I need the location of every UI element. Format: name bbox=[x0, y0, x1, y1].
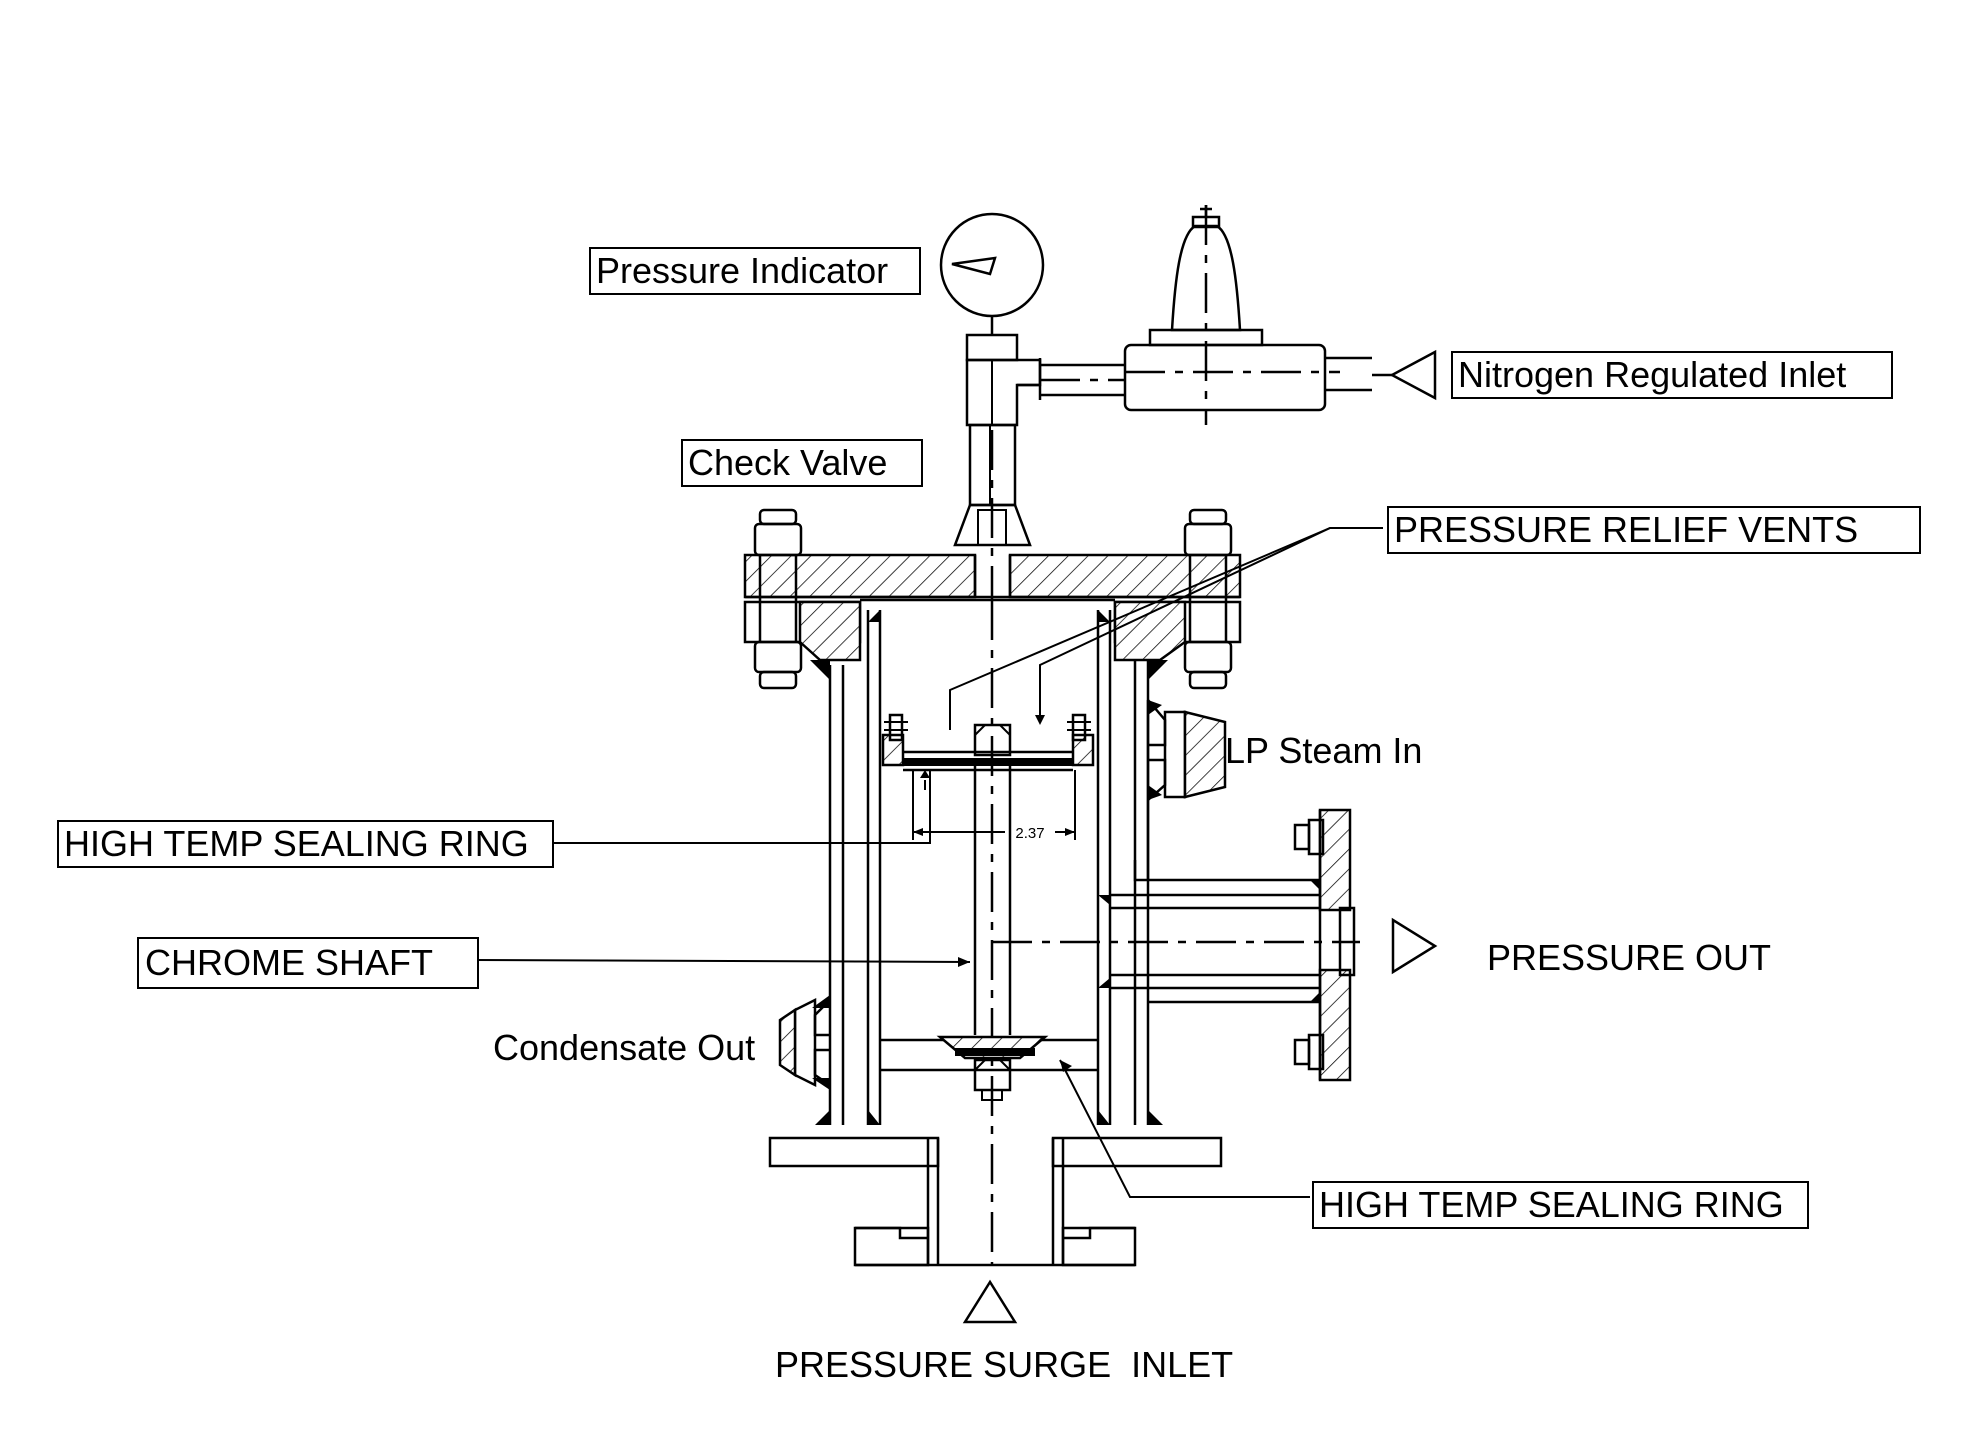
label-pressure-indicator: Pressure Indicator bbox=[589, 247, 921, 295]
pressure-surge-inlet-arrow bbox=[962, 1279, 1018, 1324]
leader-lines bbox=[474, 527, 1383, 1198]
tee-fitting bbox=[965, 333, 1125, 427]
pressure-relief-vents-text: PRESSURE RELIEF VENTS bbox=[1394, 509, 1858, 550]
pressure-out-arrow bbox=[1391, 917, 1438, 975]
relief-plate-assembly bbox=[881, 680, 1095, 790]
chrome-shaft-text: CHROME SHAFT bbox=[145, 942, 433, 983]
nitrogen-inlet-arrow bbox=[1372, 349, 1437, 401]
check-valve-text: Check Valve bbox=[688, 442, 887, 483]
vessel-body bbox=[810, 610, 1168, 1125]
label-high-temp-sealing-ring-left: HIGH TEMP SEALING RING bbox=[57, 820, 554, 868]
condensate-outlet-fitting bbox=[778, 995, 831, 1090]
condensate-out-text: Condensate Out bbox=[493, 1027, 755, 1068]
inlet-flange bbox=[768, 1136, 1223, 1267]
check-valve bbox=[953, 423, 1032, 600]
dimension-value: 2.37 bbox=[1015, 825, 1044, 842]
chrome-shaft bbox=[973, 600, 1012, 1265]
pressure-gauge bbox=[939, 212, 1045, 335]
pressure-indicator-text: Pressure Indicator bbox=[596, 250, 888, 291]
lp-steam-in-text: LP Steam In bbox=[1225, 730, 1422, 771]
label-chrome-shaft: CHROME SHAFT bbox=[137, 937, 479, 989]
plate-span-dimension: 2.37 bbox=[912, 770, 1076, 842]
flange-bolt-left bbox=[753, 508, 803, 690]
pressure-surge-inlet-text: PRESSURE SURGE INLET bbox=[775, 1344, 1233, 1385]
flange-bolt-right bbox=[1183, 508, 1233, 690]
outlet-branch bbox=[992, 700, 1360, 1082]
nitrogen-inlet-text: Nitrogen Regulated Inlet bbox=[1458, 354, 1846, 395]
pressure-regulator bbox=[1123, 205, 1372, 425]
top-flange bbox=[743, 553, 1242, 662]
high-temp-sealing-ring-right-text: HIGH TEMP SEALING RING bbox=[1319, 1184, 1784, 1225]
label-nitrogen-inlet: Nitrogen Regulated Inlet bbox=[1451, 351, 1893, 399]
pressure-out-text: PRESSURE OUT bbox=[1487, 937, 1771, 978]
label-pressure-relief-vents: PRESSURE RELIEF VENTS bbox=[1387, 506, 1921, 554]
lp-steam-inlet-fitting bbox=[1147, 699, 1227, 801]
label-check-valve: Check Valve bbox=[681, 439, 923, 487]
lower-seat-assembly bbox=[880, 1035, 1098, 1101]
high-temp-sealing-ring-left-text: HIGH TEMP SEALING RING bbox=[64, 823, 529, 864]
label-high-temp-sealing-ring-right: HIGH TEMP SEALING RING bbox=[1312, 1181, 1809, 1229]
